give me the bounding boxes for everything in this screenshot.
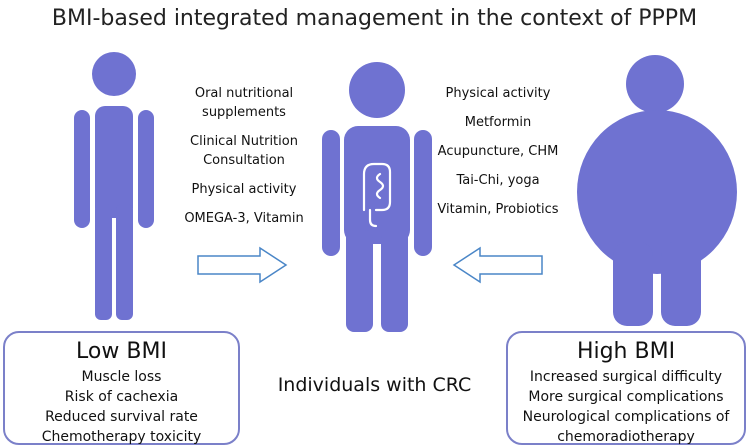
intervention-item: Physical activity [191, 182, 297, 197]
low-bmi-box: Low BMI Muscle loss Risk of cachexia Red… [3, 331, 240, 445]
intervention-item: Physical activity [445, 86, 551, 101]
high-bmi-interventions: Physical activity Metformin Acupuncture,… [432, 84, 564, 229]
center-label: Individuals with CRC [277, 374, 472, 396]
low-bmi-effect: Risk of cachexia [64, 389, 179, 405]
intervention-item: Oral nutritional supplements [194, 86, 294, 120]
intervention-item: Tai-Chi, yoga [456, 173, 540, 188]
low-bmi-heading: Low BMI [76, 339, 167, 364]
obese-person-figure [565, 52, 740, 332]
thin-person-figure [62, 44, 162, 324]
low-bmi-effect: Chemotherapy toxicity [41, 429, 202, 445]
high-bmi-box: High BMI Increased surgical difficulty M… [506, 331, 746, 445]
intervention-item: Clinical Nutrition Consultation [190, 134, 298, 168]
low-bmi-interventions: Oral nutritional supplements Clinical Nu… [176, 84, 312, 238]
intervention-item: Metformin [464, 115, 532, 130]
high-bmi-heading: High BMI [576, 339, 676, 364]
high-bmi-effect: Increased surgical difficulty [529, 369, 723, 385]
crc-person-figure [310, 60, 440, 335]
intervention-item: OMEGA-3, Vitamin [184, 211, 304, 226]
intervention-item: Vitamin, Probiotics [437, 202, 559, 217]
low-bmi-effect: Muscle loss [81, 369, 162, 385]
left-arrow-icon [452, 246, 544, 288]
diagram-title: BMI-based integrated management in the c… [51, 6, 698, 31]
intestine-icon [362, 162, 392, 228]
high-bmi-effect: Neurological complications of [522, 409, 730, 425]
high-bmi-effect: chemoradiotherapy [557, 429, 695, 445]
high-bmi-effect: More surgical complications [528, 389, 724, 405]
right-arrow-icon [196, 246, 288, 288]
intervention-item: Acupuncture, CHM [437, 144, 559, 159]
low-bmi-effect: Reduced survival rate [45, 409, 198, 425]
